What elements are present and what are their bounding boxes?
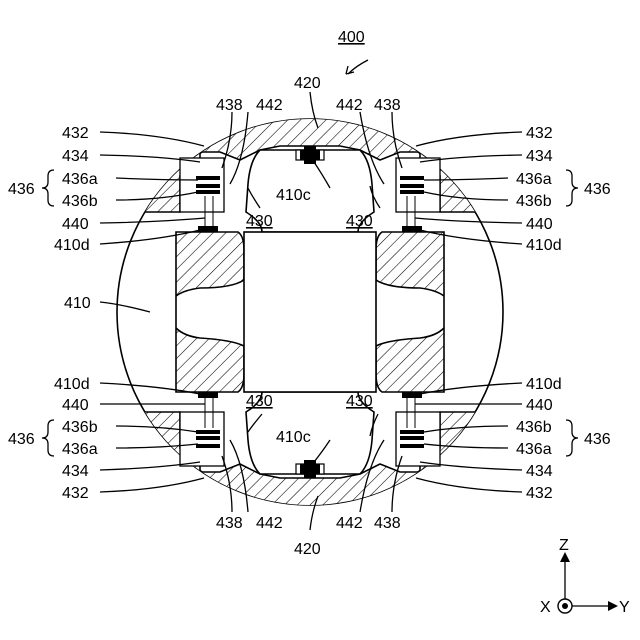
lt-436: 436: [8, 181, 35, 198]
rt-436a: 436a: [516, 171, 552, 188]
lb-440: 440: [62, 397, 89, 414]
label-420-top: 420: [294, 75, 321, 92]
label-442-ur: 442: [336, 97, 363, 114]
label-442-ll: 442: [256, 515, 283, 532]
lb-436b: 436b: [62, 419, 98, 436]
lt-432: 432: [62, 125, 89, 142]
label-410c-bottom: 410c: [276, 429, 311, 446]
lb-410d: 410d: [54, 376, 90, 393]
rt-436: 436: [584, 181, 611, 198]
axes-indicator: Z X Y: [540, 537, 630, 616]
rb-432: 432: [526, 485, 553, 502]
rb-436a: 436a: [516, 441, 552, 458]
lb-432: 432: [62, 485, 89, 502]
lt-440: 440: [62, 216, 89, 233]
label-438-ur: 438: [374, 97, 401, 114]
lb-436: 436: [8, 431, 35, 448]
rt-436b: 436b: [516, 193, 552, 210]
label-442-lr: 442: [336, 515, 363, 532]
label-400: 400: [338, 29, 365, 46]
axis-z: Z: [559, 537, 569, 554]
rb-410d: 410d: [526, 376, 562, 393]
label-410c-top: 410c: [276, 187, 311, 204]
label-438-ll: 438: [216, 515, 243, 532]
rb-440: 440: [526, 397, 553, 414]
label-430-br: 430: [346, 393, 373, 410]
lb-434: 434: [62, 463, 89, 480]
rb-436: 436: [584, 431, 611, 448]
label-430-tl: 430: [246, 213, 273, 230]
x-axis-dot-icon: [562, 603, 568, 609]
label-410: 410: [64, 295, 91, 312]
label-420-bottom: 420: [294, 541, 321, 558]
label-442-ul: 442: [256, 97, 283, 114]
label-430-tr: 430: [346, 213, 373, 230]
rb-436b: 436b: [516, 419, 552, 436]
rt-432: 432: [526, 125, 553, 142]
lt-410d: 410d: [54, 237, 90, 254]
lb-436a: 436a: [62, 441, 98, 458]
label-430-bl: 430: [246, 393, 273, 410]
rt-434: 434: [526, 148, 553, 165]
axis-x: X: [540, 599, 551, 616]
lt-434: 434: [62, 148, 89, 165]
axis-y: Y: [619, 599, 630, 616]
center-cavity: [244, 232, 376, 392]
rt-440: 440: [526, 216, 553, 233]
rb-434: 434: [526, 463, 553, 480]
label-438-lr: 438: [374, 515, 401, 532]
rt-410d: 410d: [526, 237, 562, 254]
lt-436b: 436b: [62, 193, 98, 210]
lt-436a: 436a: [62, 171, 98, 188]
label-438-ul: 438: [216, 97, 243, 114]
